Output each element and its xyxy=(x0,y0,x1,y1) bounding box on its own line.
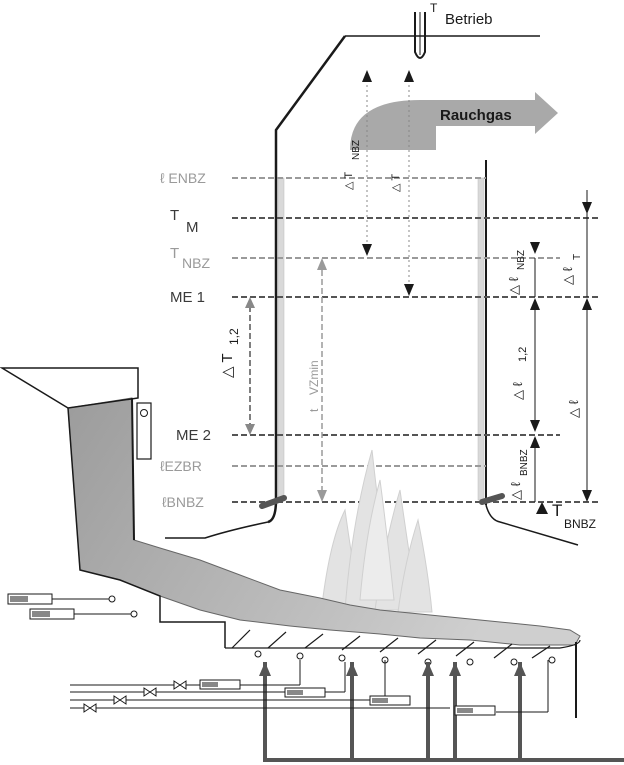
label-t-nbz-symbol: T xyxy=(170,245,179,262)
label-delta-t: △ T xyxy=(390,174,402,192)
label-t-bnbz-subscript: BNBZ xyxy=(564,517,596,531)
label-l-enbz: ℓ ENBZ xyxy=(160,170,206,186)
air-arrow-heads xyxy=(259,662,526,676)
dimension-delta-t-12 xyxy=(245,297,255,435)
label-l-bnbz: ℓBNBZ xyxy=(162,494,204,510)
label-delta-l-12-subscript: 1,2 xyxy=(517,347,529,362)
label-delta-l-bnbz: △ ℓ xyxy=(508,481,523,500)
label-delta-l-bnbz-subscript: BNBZ xyxy=(519,449,530,476)
feed-hopper xyxy=(0,367,139,409)
label-delta-l-t-subscript: T xyxy=(572,254,583,260)
dimension-delta-l xyxy=(582,298,592,502)
right-wall-lining xyxy=(477,177,485,501)
dimension-delta-t xyxy=(404,70,414,296)
dimension-delta-t-nbz xyxy=(362,70,372,256)
label-t-m-symbol: T xyxy=(170,207,179,224)
label-delta-l: △ ℓ xyxy=(566,399,581,418)
dimension-delta-l-bnbz xyxy=(530,436,540,502)
t-bnbz-marker xyxy=(536,502,548,514)
fuel-bed xyxy=(67,397,581,646)
label-delta-l-nbz: △ ℓ xyxy=(506,276,521,295)
label-delta-t-12-subscript: 1,2 xyxy=(227,328,241,345)
label-delta-l-nbz-subscript: NBZ xyxy=(516,250,527,270)
dimension-delta-l-12 xyxy=(530,298,540,432)
air-supply-pipes xyxy=(263,662,624,762)
label-delta-l-t: △ ℓ xyxy=(560,266,575,285)
feed-gate xyxy=(136,402,152,460)
pusher-ram-1 xyxy=(7,593,116,605)
rauchgas-arrow xyxy=(350,92,558,150)
grate-pivots xyxy=(254,650,556,666)
dimension-delta-l-nbz xyxy=(530,242,540,297)
hydraulic-cylinders xyxy=(199,679,496,716)
t-betrieb-subscript: Betrieb xyxy=(445,11,493,28)
chamber-left-skirt xyxy=(165,521,269,539)
thermocouple-t-betrieb xyxy=(414,12,426,59)
dimension-t-vzmin xyxy=(317,258,327,502)
label-me1: ME 1 xyxy=(170,289,205,306)
chamber-right-skirt xyxy=(485,504,579,546)
label-delta-t-nbz: △ T xyxy=(343,172,355,190)
grate xyxy=(225,629,581,718)
label-t-vzmin: t xyxy=(307,408,321,412)
label-t-bnbz-symbol: T xyxy=(552,501,562,520)
label-delta-t-12: △ T xyxy=(219,353,236,378)
pusher-ram-2 xyxy=(29,608,138,620)
label-t-vzmin-subscript: VZmin xyxy=(307,360,321,395)
label-l-ezbr: ℓEZBR xyxy=(160,458,202,474)
dimension-delta-l-t xyxy=(582,190,592,297)
feed-gate-pivot xyxy=(140,409,148,417)
flames xyxy=(321,449,433,613)
label-delta-l-12: △ ℓ xyxy=(510,381,525,400)
valves xyxy=(83,680,187,713)
label-delta-t-nbz-subscript: NBZ xyxy=(351,140,362,160)
left-wall-lining xyxy=(277,177,285,501)
hydraulic-lines xyxy=(70,660,549,713)
feed-chute xyxy=(67,407,226,648)
label-me2: ME 2 xyxy=(176,427,211,444)
rauchgas-label: Rauchgas xyxy=(440,107,512,124)
label-t-m-subscript: M xyxy=(186,219,199,236)
t-betrieb-symbol: T xyxy=(430,1,438,15)
label-t-nbz-subscript: NBZ xyxy=(182,255,210,271)
feed-chute-right xyxy=(131,397,135,541)
